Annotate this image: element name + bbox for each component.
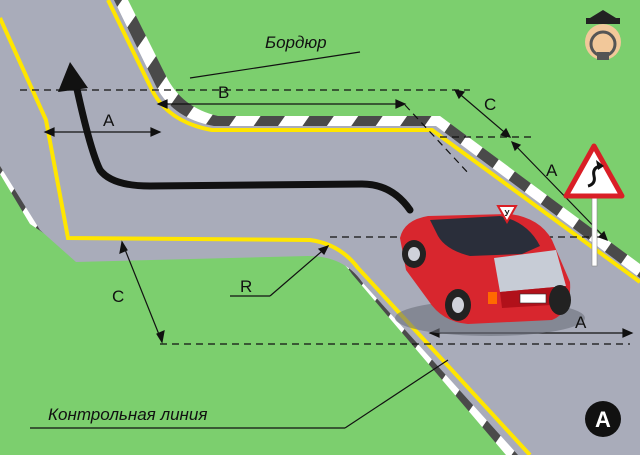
dim-label-a-bottom: A — [575, 313, 587, 332]
double-curve-sign-icon — [563, 143, 625, 267]
dim-label-a-right: A — [546, 161, 558, 180]
instructor-logo-icon — [585, 10, 621, 60]
dim-label-a-left: A — [103, 111, 115, 130]
dim-label-b: B — [218, 83, 229, 102]
category-badge-text: A — [595, 407, 611, 432]
control-line-label: Контрольная линия — [48, 405, 207, 424]
category-badge-icon: A — [585, 401, 621, 437]
curb-leader — [189, 51, 361, 79]
edge-line-upper — [106, 0, 640, 284]
dim-label-r: R — [240, 277, 252, 296]
arrow-head — [58, 62, 88, 92]
control-line-leader-2 — [344, 359, 449, 429]
path-arrow-icon — [71, 76, 414, 214]
dim-label-c-right: C — [484, 95, 496, 114]
car-learner-sign-text: У — [505, 209, 511, 218]
dim-label-c-left: C — [112, 287, 124, 306]
edge-line-lower — [0, 17, 532, 455]
red-car-icon: У — [395, 205, 585, 336]
curb-label: Бордюр — [265, 33, 327, 52]
